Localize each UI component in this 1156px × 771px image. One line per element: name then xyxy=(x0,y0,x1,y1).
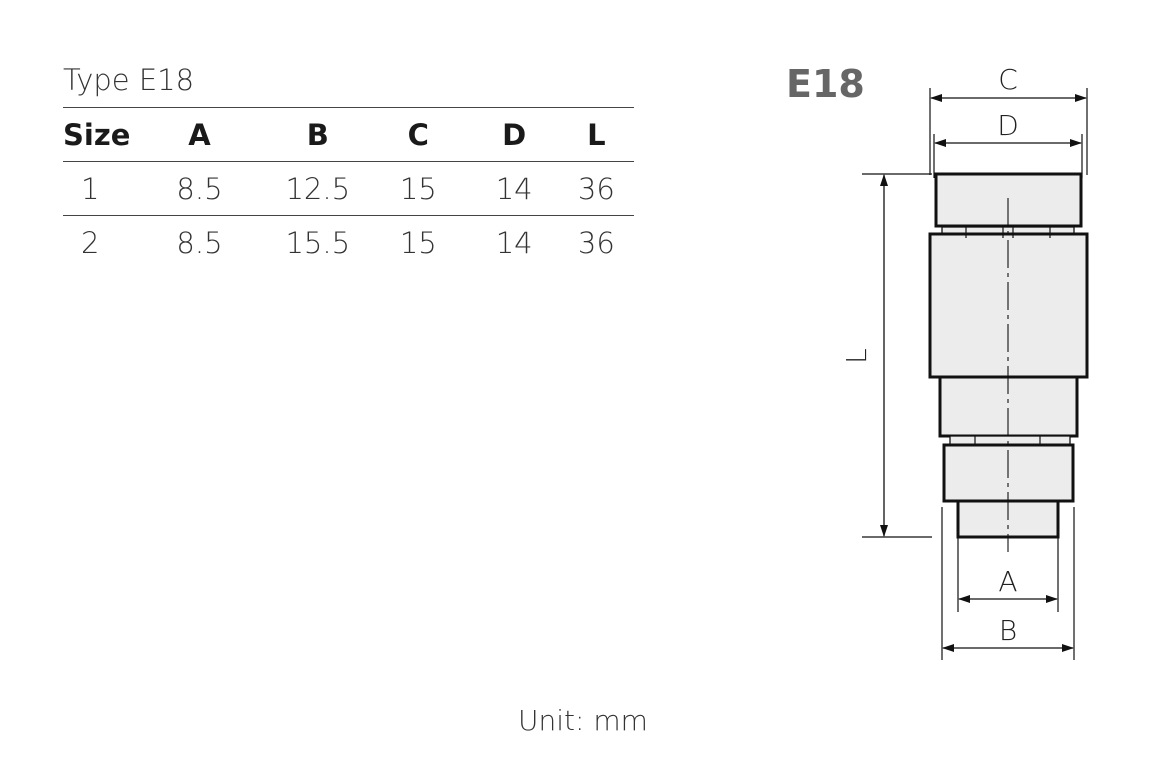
dimension-c-label: C xyxy=(998,63,1018,96)
dimension-l: L xyxy=(840,174,888,537)
cell-a: 8.5 xyxy=(130,161,269,216)
dimension-b: B xyxy=(942,614,1074,652)
cell-l: 36 xyxy=(577,225,615,260)
dimension-d: D xyxy=(934,109,1082,147)
table-row: 2 8.5 15.5 15 14 36 xyxy=(63,216,634,270)
dimension-l-label: L xyxy=(840,348,873,364)
table-header-row: Size A B C D L xyxy=(63,107,634,162)
dimension-a: A xyxy=(958,565,1058,603)
table-title: Type E18 xyxy=(63,63,195,97)
unit-label: Unit: mm xyxy=(518,704,648,737)
cell-c: 15 xyxy=(399,225,437,260)
cell-size: 2 xyxy=(81,225,100,260)
cell-d: 14 xyxy=(495,225,533,260)
dimension-c: C xyxy=(930,63,1087,102)
cell-size: 1 xyxy=(63,161,131,216)
table-row: 1 8.5 12.5 15 14 36 xyxy=(63,161,634,216)
dimension-a-label: A xyxy=(998,565,1017,598)
header-b: B xyxy=(268,107,367,162)
header-l: L xyxy=(558,107,634,162)
header-c: C xyxy=(366,107,470,162)
cell-c: 15 xyxy=(366,161,470,216)
header-size: Size xyxy=(63,107,131,162)
cell-d: 14 xyxy=(469,161,559,216)
dimension-table: Size A B C D L 1 8.5 12.5 15 14 36 2 8.5… xyxy=(63,107,634,269)
header-a: A xyxy=(130,107,269,162)
cell-a: 8.5 xyxy=(176,225,223,260)
header-d: D xyxy=(469,107,559,162)
ring-ticks xyxy=(965,227,1051,446)
e18-part xyxy=(928,172,1089,539)
cell-b: 12.5 xyxy=(268,161,367,216)
dimension-b-label: B xyxy=(999,614,1017,647)
dimension-d-label: D xyxy=(997,109,1019,142)
model-label: E18 xyxy=(786,62,865,106)
cell-l: 36 xyxy=(558,161,634,216)
cell-b: 15.5 xyxy=(285,225,351,260)
